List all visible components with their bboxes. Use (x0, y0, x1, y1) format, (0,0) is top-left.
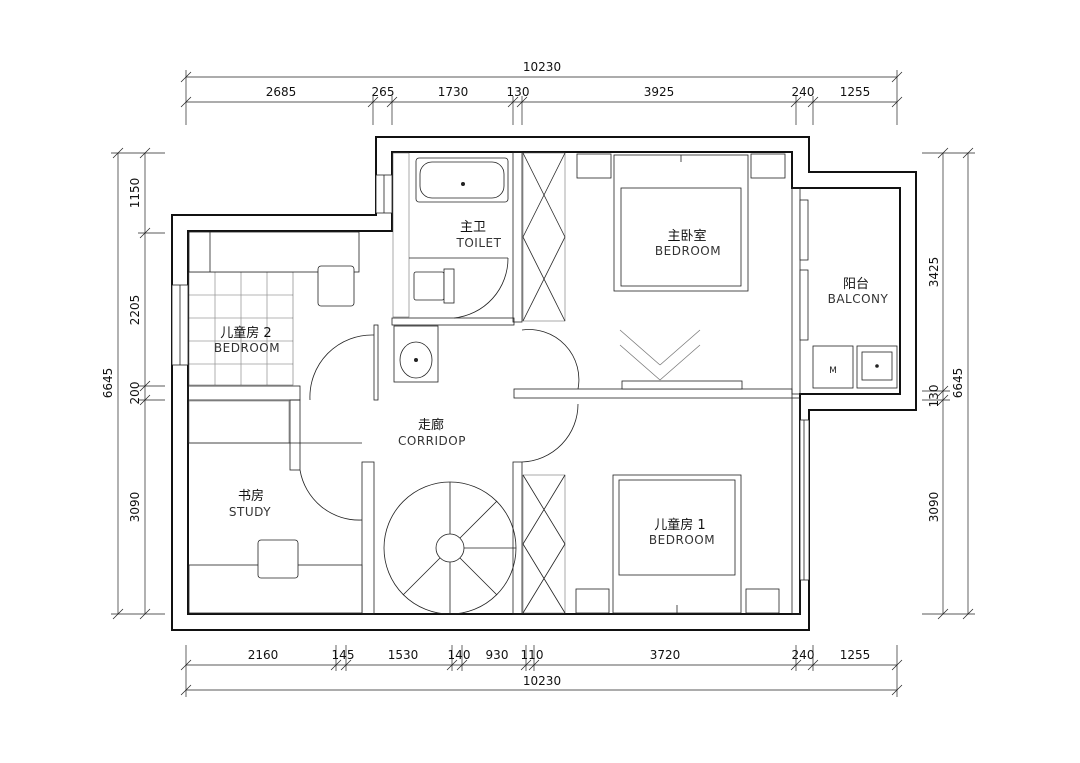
master-bedroom-label-en: BEDROOM (655, 244, 721, 258)
master-bedroom-label-cn: 主卧室 (667, 228, 706, 244)
top-dim-1: 2685 (266, 85, 297, 99)
child-room-1-label-cn: 儿童房 1 (654, 517, 705, 533)
study-chair (257, 539, 299, 579)
bottom-dim-6: 110 (521, 648, 544, 662)
bottom-dim-9: 1255 (840, 648, 871, 662)
tv-cabinet (621, 380, 743, 390)
top-total-dim: 10230 (523, 60, 561, 74)
left-dim-4: 3090 (128, 492, 142, 523)
corridor-label-cn: 走廊 (418, 417, 444, 433)
right-total-dim: 6645 (951, 368, 965, 399)
child-room-1-label-en: BEDROOM (649, 533, 715, 547)
spiral-staircase (383, 481, 517, 615)
wardrobe (522, 152, 566, 322)
top-dim-5: 3925 (644, 85, 675, 99)
bathtub-drain (461, 182, 465, 186)
floor-pattern (188, 271, 294, 386)
nightstand-4 (745, 588, 780, 614)
child-room-1: 儿童房 1 BEDROOM (522, 474, 780, 614)
washing-machine-mark: M (829, 366, 837, 376)
chair (317, 265, 355, 307)
child-room-2-label-cn: 儿童房 2 (220, 325, 271, 341)
left-dim-2: 2205 (128, 295, 142, 326)
vanity (393, 325, 439, 383)
nightstand-3 (575, 588, 610, 614)
balcony-label-cn: 阳台 (843, 277, 869, 292)
dimension-bottom: 2160 145 1530 140 930 110 3720 240 1255 … (180, 645, 903, 697)
toilet (413, 271, 445, 301)
top-dim-2: 265 (372, 85, 395, 99)
bottom-dim-4: 140 (448, 648, 471, 662)
corridor: 走廊 CORRIDOP (398, 403, 579, 463)
balcony: 阳台 BALCONY M (812, 277, 898, 389)
dimension-right: 3425 130 3090 6645 (922, 147, 975, 620)
left-dim-1: 1150 (128, 178, 142, 209)
nightstand-left (576, 153, 612, 179)
bottom-dim-8: 240 (792, 648, 815, 662)
child-room-2-label-en: BEDROOM (214, 341, 280, 355)
dimension-left: 1150 2205 200 3090 6645 (101, 147, 165, 620)
sink-basin (399, 341, 433, 379)
bookshelf (188, 400, 290, 444)
master-bath: 主卫 TOILET (392, 152, 509, 383)
top-dim-3: 1730 (438, 85, 469, 99)
study-label-cn: 书房 (238, 488, 264, 504)
master-bath-label-cn: 主卫 (460, 220, 486, 235)
child-room-2: 儿童房 2 BEDROOM (188, 231, 375, 401)
wardrobe-2 (522, 474, 566, 614)
balcony-label-en: BALCONY (828, 292, 889, 306)
study-label-en: STUDY (229, 505, 271, 519)
desk-shelf (188, 231, 360, 273)
bottom-dim-3: 1530 (388, 648, 419, 662)
left-total-dim: 6645 (101, 368, 115, 399)
top-dim-4: 130 (507, 85, 530, 99)
toilet-tank (443, 268, 455, 304)
study: 书房 STUDY (188, 400, 363, 614)
right-dim-1: 3425 (927, 257, 941, 288)
master-bedroom: 主卧室 BEDROOM (521, 152, 786, 390)
master-bath-label-en: TOILET (456, 236, 502, 250)
bottom-dim-7: 3720 (650, 648, 681, 662)
nightstand-right (750, 153, 786, 179)
dimension-top: 10230 2685 265 1730 130 3925 240 1255 (180, 60, 903, 125)
bottom-total-dim: 10230 (523, 674, 561, 688)
bathtub-basin (419, 161, 505, 199)
windows (171, 174, 810, 581)
washing-machine (812, 345, 854, 389)
top-dim-6: 240 (792, 85, 815, 99)
bottom-dim-1: 2160 (248, 648, 279, 662)
right-dim-2: 130 (927, 385, 941, 408)
bottom-dim-5: 930 (486, 648, 509, 662)
right-dim-3: 3090 (927, 492, 941, 523)
corridor-label-en: CORRIDOP (398, 434, 466, 448)
bottom-dim-2: 145 (332, 648, 355, 662)
left-dim-3: 200 (128, 382, 142, 405)
top-dim-7: 1255 (840, 85, 871, 99)
